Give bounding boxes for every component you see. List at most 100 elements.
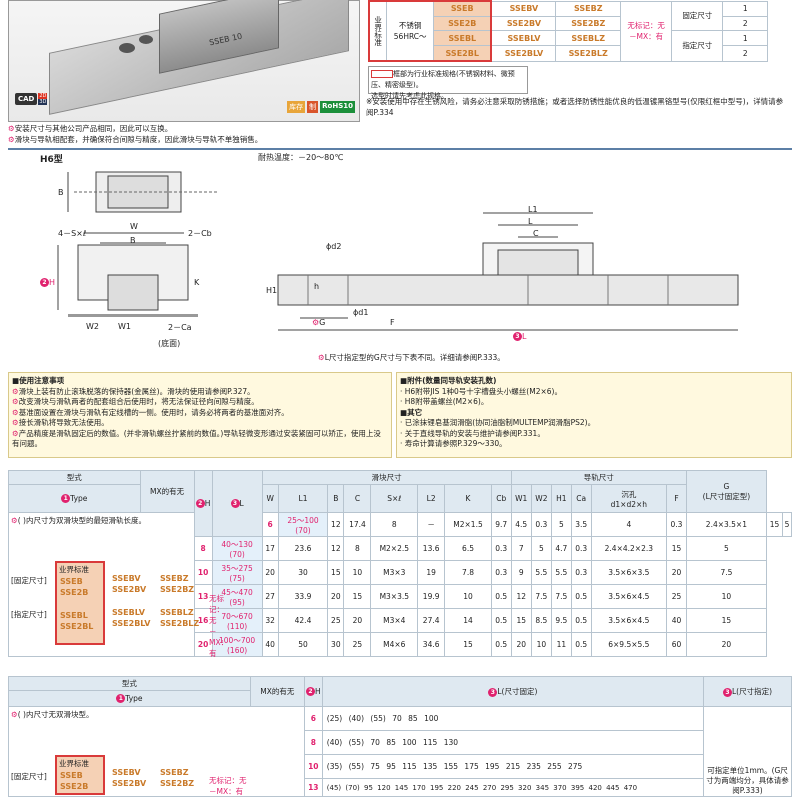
t2-mx-header: MX的有无 — [249, 676, 305, 707]
t2-part-SSEB[interactable]: SSEB — [60, 771, 83, 780]
h-6: 6 — [261, 512, 279, 537]
cad-badge[interactable]: CAD 2D 3D — [15, 93, 48, 105]
t1-part-SSEBV[interactable]: SSEBV — [112, 574, 141, 583]
accessory-item: · H6附带JIS 1种0号十字槽盘头小螺丝(M2×6)。 — [400, 386, 562, 396]
usage-note-item: ⚙改变滑块与滑轨两者的配套组合后使用时，将无法保证径向间隙与精度。 — [12, 397, 259, 406]
label-W1: W1 — [118, 322, 131, 331]
t2-mx-note: 无标记：无－MX：有 — [209, 776, 247, 796]
industry-standard-box: 业界标准 SSEB SSE2B SSEBL SSE2BL — [55, 561, 105, 645]
label-G: ⚙G — [312, 318, 326, 327]
count-3: 1 — [722, 30, 768, 47]
label-B-top: B — [58, 188, 64, 197]
usage-note-item: ⚙基准面设置在滑块与滑轨有定线槽的一侧。使用时，请务必将两者的基准面对齐。 — [12, 407, 289, 417]
other-item: · 寿命计算请参照P.329～330。 — [400, 439, 507, 448]
part-SSEBLZ[interactable]: SSEBLZ — [571, 33, 606, 43]
spec-legend-box: 框部为行业标准规格(不锈钢材料、微预压、精密级型)。选型时请先考虑此规格。 — [368, 66, 528, 100]
part-SSEBZ[interactable]: SSEBZ — [573, 4, 603, 14]
part-SSE2BZ[interactable]: SSE2BZ — [571, 19, 606, 29]
warning-icon: ⚙ — [8, 135, 15, 144]
drawing-footnote: ⚙L尺寸指定型的G尺寸与下表不同。详细请参阅P.333。 — [318, 353, 505, 362]
rail-hole — [119, 43, 135, 53]
label-base: (底面) — [158, 339, 181, 348]
part-SSEBLV[interactable]: SSEBLV — [507, 33, 541, 43]
rail-hole-2 — [139, 35, 153, 44]
part-SSE2BLV[interactable]: SSE2BLV — [504, 48, 544, 58]
t2-h-13: 13 — [303, 778, 323, 797]
fix-size-label: 固定尺寸 — [671, 0, 724, 32]
count-4: 2 — [722, 45, 768, 62]
t2-h-6: 6 — [303, 705, 323, 732]
cad-3d-label: 3D — [38, 99, 48, 105]
label-C: C — [533, 229, 539, 238]
part-SSE2BLZ[interactable]: SSE2BLZ — [568, 48, 608, 58]
col-C: C — [343, 484, 372, 513]
part-SSEB[interactable]: SSEB — [450, 4, 474, 14]
rail-dim-header: 导轨尺寸 — [510, 470, 687, 485]
t2-part-SSE2BZ[interactable]: SSE2BZ — [160, 779, 195, 788]
part-SSEBL[interactable]: SSEBL — [448, 33, 477, 43]
t1-part-SSEBLV[interactable]: SSEBLV — [112, 608, 145, 617]
col-F: F — [666, 484, 687, 513]
usage-notes-right: ■附件(数量同导轨安装孔数) · H6附带JIS 1种0号十字槽盘头小螺丝(M2… — [396, 372, 792, 458]
t2-type-header: 型式 — [8, 676, 251, 691]
spec-rust-note: ※安装使用中存在生锈风险，请务必注意采取防锈措施；或者选择防锈性能优良的低温镀黑… — [366, 97, 784, 117]
part-SSE2BL[interactable]: SSE2BL — [445, 48, 479, 58]
label-L1: L1 — [528, 205, 538, 214]
header-note-2: ⚙滑块与导轨相配套，并确保符合间隙与精度，因此滑块与导轨不单独销售。 — [8, 135, 263, 144]
t1-part-SSE2BV[interactable]: SSE2BV — [112, 585, 147, 594]
t2-part-SSEBZ[interactable]: SSEBZ — [160, 768, 189, 777]
mx-header: MX的有无 — [139, 470, 195, 513]
label-d2: ϕd2 — [326, 242, 342, 251]
col-K: K — [444, 484, 492, 513]
t2-part-SSE2BV[interactable]: SSE2BV — [112, 779, 147, 788]
part-SSE2BV[interactable]: SSE2BV — [506, 19, 542, 29]
t2-part-SSEBV[interactable]: SSEBV — [112, 768, 141, 777]
spec-label: [指定尺寸] — [11, 610, 47, 619]
t1-part-SSE2BLZ[interactable]: SSE2BLZ — [160, 619, 200, 628]
t2-industry-box: 业界标准 SSEB SSE2B — [55, 755, 105, 795]
l-10: 35～275(75) — [211, 560, 263, 585]
t1-part-SSEBL[interactable]: SSEBL — [60, 611, 88, 620]
t2-part-SSE2B[interactable]: SSE2B — [60, 782, 89, 791]
label-h: h — [314, 282, 320, 291]
t1-part-SSEBLZ[interactable]: SSEBLZ — [160, 608, 194, 617]
usage-notes-title: ■使用注意事项 — [12, 376, 65, 385]
mx-cell: 无标记：无－MX：有 — [620, 0, 673, 62]
other-item: · 已涂抹锂皂基润滑脂(协同油脂制MULTEMP润滑脂PS2)。 — [400, 418, 596, 427]
warning-icon: ⚙ — [8, 124, 15, 133]
badge-row: 库存 制 RoHS10 — [287, 101, 355, 113]
part-SSE2B[interactable]: SSE2B — [448, 19, 477, 29]
t1-part-SSE2BLV[interactable]: SSE2BLV — [112, 619, 151, 628]
paren-note: ⚙( )内尺寸为双滑块型的最短滑轨长度。 — [11, 516, 146, 525]
t1-part-SSE2B[interactable]: SSE2B — [60, 588, 89, 597]
t1-part-SSEB[interactable]: SSEB — [60, 577, 83, 586]
col-H1: H1 — [550, 484, 572, 513]
make-badge: 制 — [307, 101, 319, 113]
label-Cb: 2－Cb — [188, 229, 212, 238]
t1-part-SSE2BZ[interactable]: SSE2BZ — [160, 585, 195, 594]
usage-note-item: ⚙接长滑轨将导致无法使用。 — [12, 418, 109, 427]
label-S: 4－S×ℓ — [58, 229, 87, 238]
label-B: B — [130, 236, 136, 245]
t2-h-8: 8 — [303, 730, 323, 756]
label-d1: ϕd1 — [353, 308, 369, 317]
t2-lengths-8: (40) (55) 70 85 100 115 130 — [321, 730, 705, 756]
label-W2: W2 — [86, 322, 99, 331]
product-photo-panel: SSEB 10 CAD 2D 3D 库存 制 RoHS10 — [8, 0, 360, 122]
t1-part-SSE2BL[interactable]: SSE2BL — [60, 622, 94, 631]
t1-part-SSEBZ[interactable]: SSEBZ — [160, 574, 189, 583]
t2-lengths-10: (35) (55) 75 95 115 135 155 175 195 215 … — [321, 754, 705, 780]
label-Ca: 2－Ca — [168, 323, 192, 332]
label-H1: H1 — [266, 286, 278, 295]
col-L1: L1 — [277, 484, 329, 513]
t2-spec-note: 可指定单位1mm。(G尺寸为两端均分，具体请参阅P.333) — [703, 706, 792, 797]
part-SSEBV[interactable]: SSEBV — [509, 4, 539, 14]
block-dim-header: 滑块尺寸 — [261, 470, 512, 485]
